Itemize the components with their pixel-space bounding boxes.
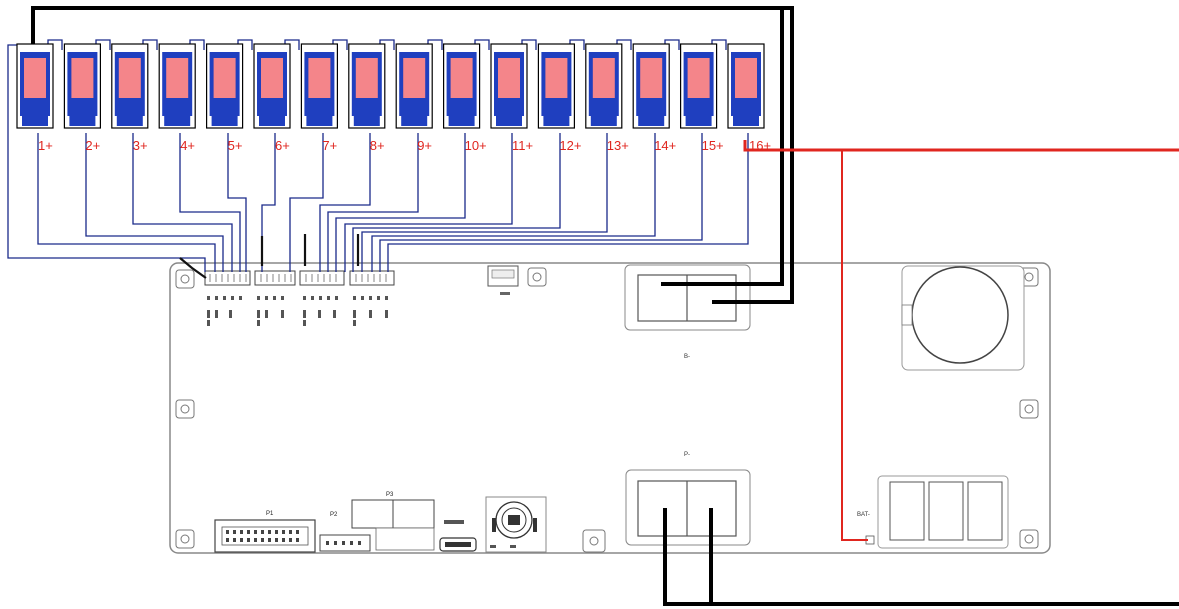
battery-cell: 4+: [158, 43, 196, 153]
battery-cells: 1+ 2+ 3+ 4+ 5+ 6+ 7+ 8+ 9+ 10+ 11+ 12+ 13+ 14+ 15+ 16+: [16, 43, 771, 153]
cell-label: 11+: [512, 138, 533, 153]
connector-p1: [214, 519, 316, 553]
sense-connector-2: [254, 270, 296, 286]
battery-cell: 9+: [395, 43, 433, 153]
battery-cell: 14+: [632, 43, 676, 153]
cell-label: 13+: [607, 138, 629, 153]
battery-cell: 6+: [253, 43, 291, 153]
cell-label: 15+: [702, 138, 724, 153]
connector-p2: [319, 534, 371, 552]
sense-connector-4: [349, 270, 395, 286]
sense-connector-1: [204, 270, 251, 286]
cell-label: 12+: [559, 138, 581, 153]
cell-label: 8+: [370, 138, 385, 153]
b-minus-terminal: [624, 264, 751, 331]
battery-cell: 1+: [16, 43, 54, 153]
connector-jumpers: [179, 234, 360, 279]
bat-label: BAT-: [857, 512, 870, 518]
comm-port: [439, 520, 477, 552]
p3-label: P3: [386, 492, 394, 498]
cell-label: 9+: [417, 138, 432, 153]
battery-cell: 12+: [537, 43, 581, 153]
rotary-switch: [485, 496, 547, 553]
bms-board: B- P- BAT-: [169, 262, 1051, 554]
connector-p3: [351, 499, 435, 551]
p1-label: P1: [266, 511, 274, 517]
bat-terminal: [865, 475, 1009, 549]
battery-cell: 3+: [111, 43, 149, 153]
negative-wires: [31, 6, 1179, 606]
cell-label: 3+: [133, 138, 148, 153]
battery-cell: 15+: [679, 43, 724, 153]
cell-label: 1+: [38, 138, 53, 153]
cell-label: 7+: [322, 138, 337, 153]
battery-cell: 13+: [585, 43, 629, 153]
cell-label: 5+: [228, 138, 243, 153]
cell-label: 4+: [180, 138, 195, 153]
battery-cell: 5+: [206, 43, 244, 153]
battery-cell: 8+: [348, 43, 386, 153]
battery-cell: 11+: [490, 43, 533, 153]
cell-label: 16+: [749, 138, 771, 153]
capacitor: [901, 265, 1025, 371]
cell-label: 14+: [654, 138, 676, 153]
p-minus-terminal: [625, 469, 751, 546]
battery-cell: 16+: [727, 43, 771, 153]
cell-label: 2+: [85, 138, 100, 153]
battery-cell: 10+: [443, 43, 487, 153]
cell-label: 10+: [465, 138, 487, 153]
temp-connector: [487, 265, 519, 295]
p-minus-mark: P-: [684, 452, 690, 458]
battery-cell: 7+: [300, 43, 338, 153]
battery-cell: 2+: [63, 43, 102, 153]
cell-label: 6+: [275, 138, 290, 153]
positive-wires: [743, 140, 1179, 541]
connector-pin-markings: [207, 296, 388, 326]
sense-wires: [7, 39, 749, 272]
p2-label: P2: [330, 512, 338, 518]
b-minus-mark: B-: [684, 354, 690, 360]
sense-connector-3: [299, 270, 345, 286]
